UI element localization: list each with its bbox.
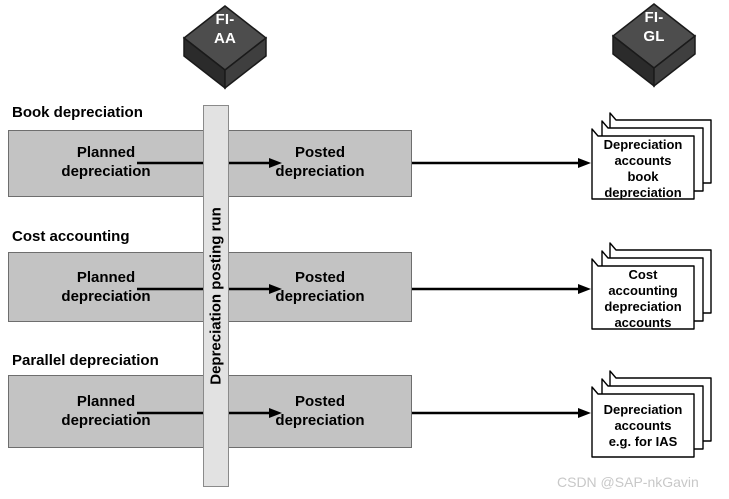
accounts-document-label-row1-line1: Depreciation bbox=[603, 137, 683, 152]
accounts-document-label-row2-line1: Cost bbox=[628, 267, 658, 282]
accounts-document-label-row1-line3: book bbox=[627, 169, 659, 184]
cube-icon-fi-aa bbox=[182, 5, 268, 90]
arrow-posted-to-accounts-row1 bbox=[412, 158, 591, 168]
planned-depreciation-label-row1: Planned depreciation bbox=[8, 143, 204, 181]
posted-depreciation-label-row1-line1: Posted bbox=[294, 144, 345, 161]
module-cube-fi-aa: FI- AA bbox=[182, 4, 268, 90]
row-caption-parallel-depreciation: Parallel depreciation bbox=[12, 352, 159, 369]
accounts-document-label-row2-line3: depreciation bbox=[604, 299, 682, 314]
row-caption-book-depreciation: Book depreciation bbox=[12, 104, 143, 121]
depreciation-posting-run-bar: Depreciation posting run bbox=[203, 105, 229, 487]
cube-icon-fi-gl bbox=[611, 3, 697, 88]
depreciation-posting-run-label: Depreciation posting run bbox=[207, 207, 225, 385]
planned-depreciation-label-row2: Planned depreciation bbox=[8, 268, 204, 306]
watermark: CSDN @SAP-nkGavin bbox=[557, 474, 699, 490]
accounts-document-label-row3-line3: e.g. for IAS bbox=[608, 434, 678, 449]
posted-depreciation-label-row2-line2: depreciation bbox=[275, 288, 365, 305]
accounts-document-label-row1: Depreciation accounts book depreciation bbox=[592, 137, 694, 201]
posted-depreciation-label-row1: Posted depreciation bbox=[228, 143, 412, 181]
accounts-document-label-row3-line2: accounts bbox=[614, 418, 672, 433]
posted-depreciation-label-row3: Posted depreciation bbox=[228, 392, 412, 430]
arrow-posted-to-accounts-row3 bbox=[412, 408, 591, 418]
planned-depreciation-box-row2 bbox=[8, 252, 204, 322]
accounts-document-label-row2-line2: accounting bbox=[608, 283, 678, 298]
accounts-document-label-row1-line2: accounts bbox=[614, 153, 672, 168]
document-stack-icon-row3 bbox=[591, 370, 712, 458]
posted-depreciation-label-row1-line2: depreciation bbox=[275, 163, 365, 180]
posted-depreciation-label-row2: Posted depreciation bbox=[228, 268, 412, 306]
planned-depreciation-label-row1-line1: Planned bbox=[76, 144, 136, 161]
planned-depreciation-label-row3-line1: Planned bbox=[76, 393, 136, 410]
posted-depreciation-box-row3 bbox=[228, 375, 412, 448]
posted-depreciation-label-row3-line1: Posted bbox=[294, 393, 345, 410]
accounts-document-label-row1-line4: depreciation bbox=[604, 185, 682, 200]
accounts-document-label-row2-line4: accounts bbox=[614, 315, 672, 330]
planned-depreciation-label-row2-line2: depreciation bbox=[61, 288, 151, 305]
arrow-posted-to-accounts-row2 bbox=[412, 284, 591, 294]
module-cube-fi-gl: FI- GL bbox=[611, 2, 697, 88]
planned-depreciation-box-row3 bbox=[8, 375, 204, 448]
posted-depreciation-label-row2-line1: Posted bbox=[294, 269, 345, 286]
document-stack-icon-row1 bbox=[591, 112, 712, 200]
accounts-document-label-row3: Depreciation accounts e.g. for IAS bbox=[592, 402, 694, 450]
planned-depreciation-label-row2-line1: Planned bbox=[76, 269, 136, 286]
planned-depreciation-label-row3: Planned depreciation bbox=[8, 392, 204, 430]
document-stack-icon-row2 bbox=[591, 242, 712, 330]
row-caption-cost-accounting: Cost accounting bbox=[12, 228, 130, 245]
accounts-document-label-row3-line1: Depreciation bbox=[603, 402, 683, 417]
posted-depreciation-box-row2 bbox=[228, 252, 412, 322]
posted-depreciation-label-row3-line2: depreciation bbox=[275, 412, 365, 429]
planned-depreciation-label-row3-line2: depreciation bbox=[61, 412, 151, 429]
planned-depreciation-label-row1-line2: depreciation bbox=[61, 163, 151, 180]
accounts-document-label-row2: Cost accounting depreciation accounts bbox=[592, 267, 694, 331]
